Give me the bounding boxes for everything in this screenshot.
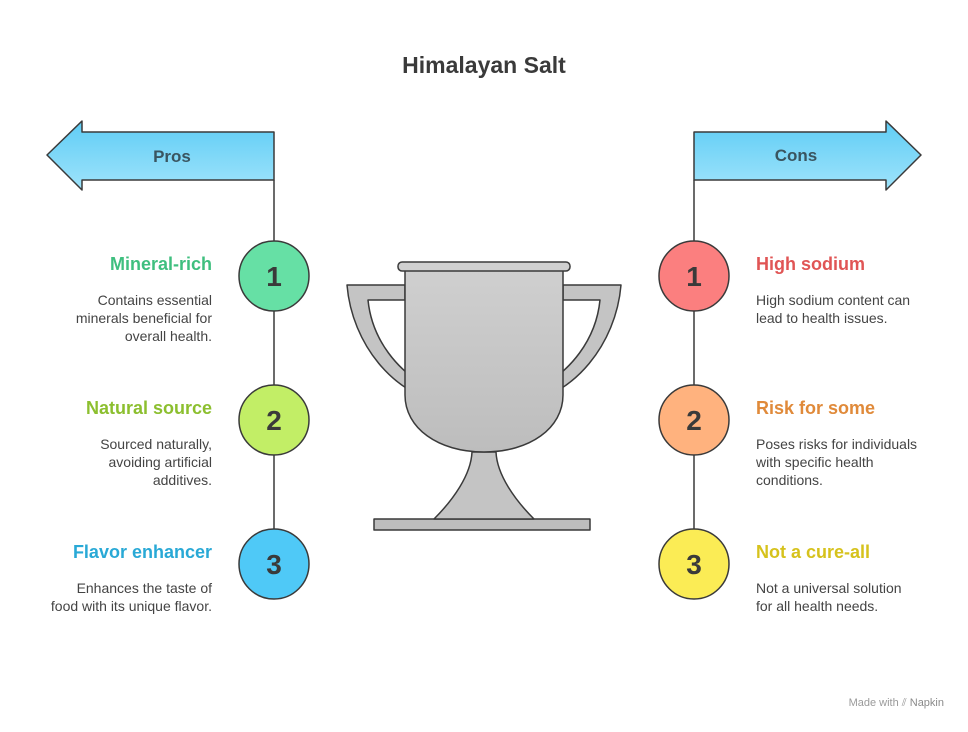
- made-with-text: Made with: [848, 697, 899, 709]
- cons-label: Cons: [775, 146, 818, 165]
- cons-item-1-description: High sodium content can lead to health i…: [756, 292, 911, 326]
- cons-item-3-number: 3: [686, 549, 702, 580]
- cons-item-2-circle: [658, 384, 730, 456]
- cons-item-2-title: Risk for some: [756, 398, 876, 418]
- pros-item-2-circle: [238, 384, 310, 456]
- pros-item-1-title: Mineral-rich: [109, 254, 212, 274]
- pros-item-2-number: 2: [266, 405, 282, 436]
- made-with-napkin-credit: Made with ⫽ Napkin: [849, 697, 944, 710]
- trophy-icon: [346, 261, 622, 531]
- numbered-circles: 1 2 3 1 2 3: [238, 240, 730, 600]
- pros-item-1-number: 1: [266, 261, 282, 292]
- cons-item-3-description: Not a universal solution for all health …: [756, 580, 902, 614]
- cons-item-1-title: High sodium: [756, 254, 865, 274]
- pros-label: Pros: [153, 147, 191, 166]
- cons-item-2-number: 2: [686, 405, 702, 436]
- page-title: Himalayan Salt: [402, 52, 566, 78]
- napkin-logo-icon: ⫽: [901, 697, 907, 709]
- pros-item-2-description: Sourced naturally, avoiding artificial a…: [100, 436, 212, 488]
- pros-item-3-title: Flavor enhancer: [72, 542, 212, 562]
- cons-item-3-circle: [658, 528, 730, 600]
- cons-item-1-number: 1: [686, 261, 702, 292]
- cons-arrow: [693, 120, 922, 191]
- pros-arrow: [46, 120, 275, 191]
- pros-item-3-description: Enhances the taste of food with its uniq…: [50, 580, 212, 614]
- brand-name: Napkin: [909, 697, 944, 709]
- cons-item-1-circle: [658, 240, 730, 312]
- cons-item-3-title: Not a cure-all: [756, 542, 871, 562]
- pros-item-3-number: 3: [266, 549, 282, 580]
- pros-item-1-description: Contains essential minerals beneficial f…: [75, 292, 212, 344]
- pros-item-1-circle: [238, 240, 310, 312]
- cons-item-2-description: Poses risks for individuals with specifi…: [756, 436, 918, 488]
- pros-item-2-title: Natural source: [85, 398, 212, 418]
- pros-item-3-circle: [238, 528, 310, 600]
